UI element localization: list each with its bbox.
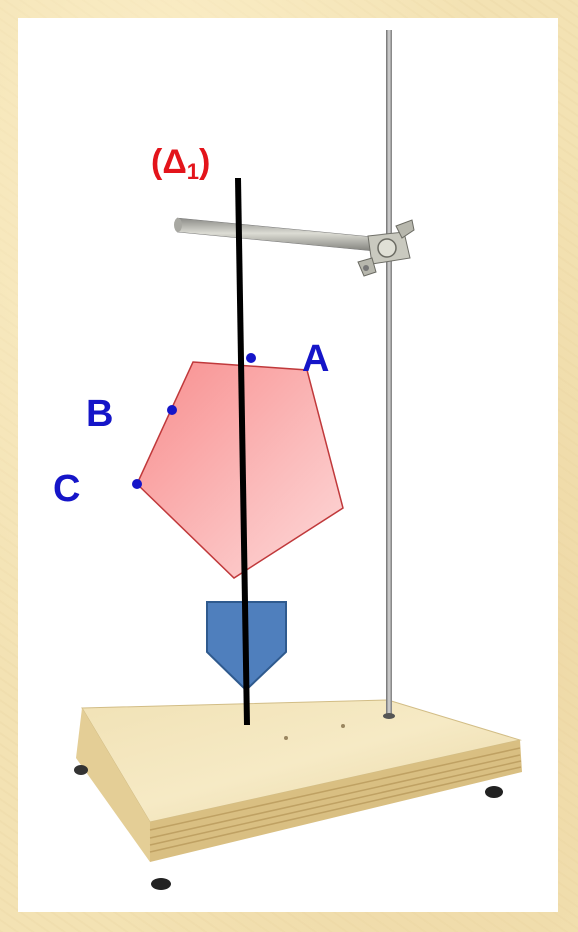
axis-label-subscript: 1 <box>186 159 200 184</box>
point-b-dot <box>167 405 177 415</box>
axis-label-delta1: (Δ1) <box>151 145 210 183</box>
point-b-label: B <box>86 393 114 435</box>
axis-line-delta1 <box>235 177 250 726</box>
support-rod <box>383 30 395 719</box>
axis-label-suffix: ) <box>199 143 211 181</box>
clamp-arm <box>174 217 385 253</box>
clamp-boss-head <box>357 219 415 277</box>
point-c-label: C <box>53 468 81 510</box>
point-a-dot <box>246 353 256 363</box>
stand-base <box>74 699 522 890</box>
axis-label-prefix: (Δ <box>151 143 187 181</box>
point-c-dot <box>132 479 142 489</box>
point-a-label: A <box>302 338 330 380</box>
